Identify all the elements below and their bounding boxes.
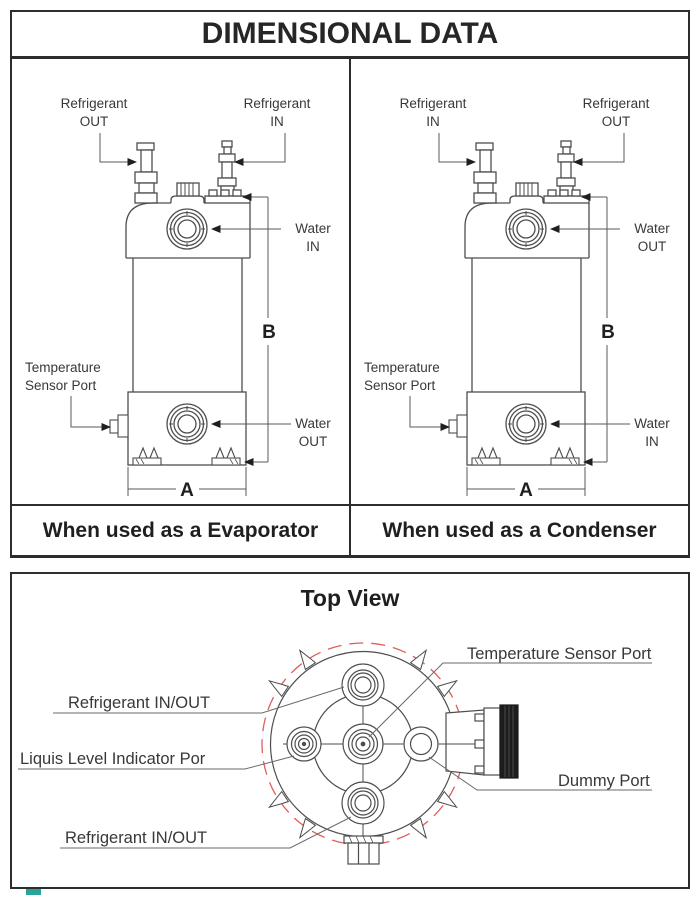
dim-a-label: A <box>519 480 533 501</box>
top-view-box: Top View <box>10 572 690 889</box>
label-refrigerant-right-1: Refrigerant <box>244 96 311 111</box>
top-view-body <box>267 648 519 865</box>
label-sensor-2: Sensor Port <box>25 378 97 393</box>
port-left <box>286 726 322 762</box>
label-water-lower-1: Water <box>634 416 670 431</box>
label-water-lower-1: Water <box>295 416 331 431</box>
caption-evaporator: When used as a Evaporator <box>12 506 351 555</box>
label-refrigerant-right-2: OUT <box>602 114 631 129</box>
label-refrigerant-inout-bottom: Refrigerant IN/OUT <box>65 829 207 847</box>
label-refrigerant-right-2: IN <box>270 114 284 129</box>
label-water-upper-1: Water <box>295 221 331 236</box>
label-water-lower-2: OUT <box>299 434 328 449</box>
label-water-upper-2: IN <box>306 239 320 254</box>
caption-condenser: When used as a Condenser <box>382 518 657 542</box>
label-water-upper-1: Water <box>634 221 670 236</box>
caption-row: When used as a Evaporator When used as a… <box>12 504 688 555</box>
port-right-dummy <box>403 726 439 762</box>
label-sensor-1: Temperature <box>364 360 440 375</box>
label-temperature-sensor-port: Temperature Sensor Port <box>467 645 652 663</box>
dimensional-diagrams-box: Refrigerant OUT Refrigerant IN Water IN … <box>10 57 690 558</box>
label-refrigerant-left-2: IN <box>426 114 440 129</box>
label-refrigerant-right-1: Refrigerant <box>583 96 650 111</box>
leader-dummy <box>428 756 652 791</box>
top-view-leaders <box>18 662 652 849</box>
title-box: DIMENSIONAL DATA <box>10 10 690 58</box>
dim-b-label: B <box>601 322 615 343</box>
leader-refrigerant-top <box>53 686 345 714</box>
scan-artifact-mark <box>26 886 41 895</box>
vessel-use <box>71 133 291 496</box>
side-fitting <box>442 704 519 779</box>
top-view-diagram: Top View <box>18 585 652 865</box>
port-bottom <box>341 781 385 825</box>
label-refrigerant-left-1: Refrigerant <box>61 96 128 111</box>
page-title: DIMENSIONAL DATA <box>201 17 499 50</box>
center-divider <box>349 59 351 555</box>
condenser-diagram: Refrigerant IN Refrigerant OUT Water OUT… <box>364 96 670 501</box>
black-ribbed-cap <box>499 704 519 779</box>
bottom-fitting <box>343 835 384 865</box>
fins <box>267 648 459 840</box>
label-refrigerant-left-2: OUT <box>80 114 109 129</box>
label-water-lower-2: IN <box>645 434 659 449</box>
top-view-title: Top View <box>301 585 400 611</box>
leader-refrigerant-bottom <box>60 816 352 849</box>
label-water-upper-2: OUT <box>638 239 667 254</box>
label-dummy-port: Dummy Port <box>558 772 650 790</box>
port-top <box>341 663 385 707</box>
label-sensor-2: Sensor Port <box>364 378 436 393</box>
leader-temperature <box>368 662 652 738</box>
label-liquid-level-indicator: Liquis Level Indicator Por <box>20 750 206 768</box>
evaporator-diagram: Refrigerant OUT Refrigerant IN Water IN … <box>25 96 331 501</box>
leader-liquid-level <box>18 755 295 770</box>
label-sensor-1: Temperature <box>25 360 101 375</box>
dim-a-label: A <box>180 480 194 501</box>
port-center <box>342 723 384 765</box>
label-refrigerant-inout-top: Refrigerant IN/OUT <box>68 694 210 712</box>
vessel-use <box>410 133 630 496</box>
label-refrigerant-left-1: Refrigerant <box>400 96 467 111</box>
dim-b-label: B <box>262 322 276 343</box>
